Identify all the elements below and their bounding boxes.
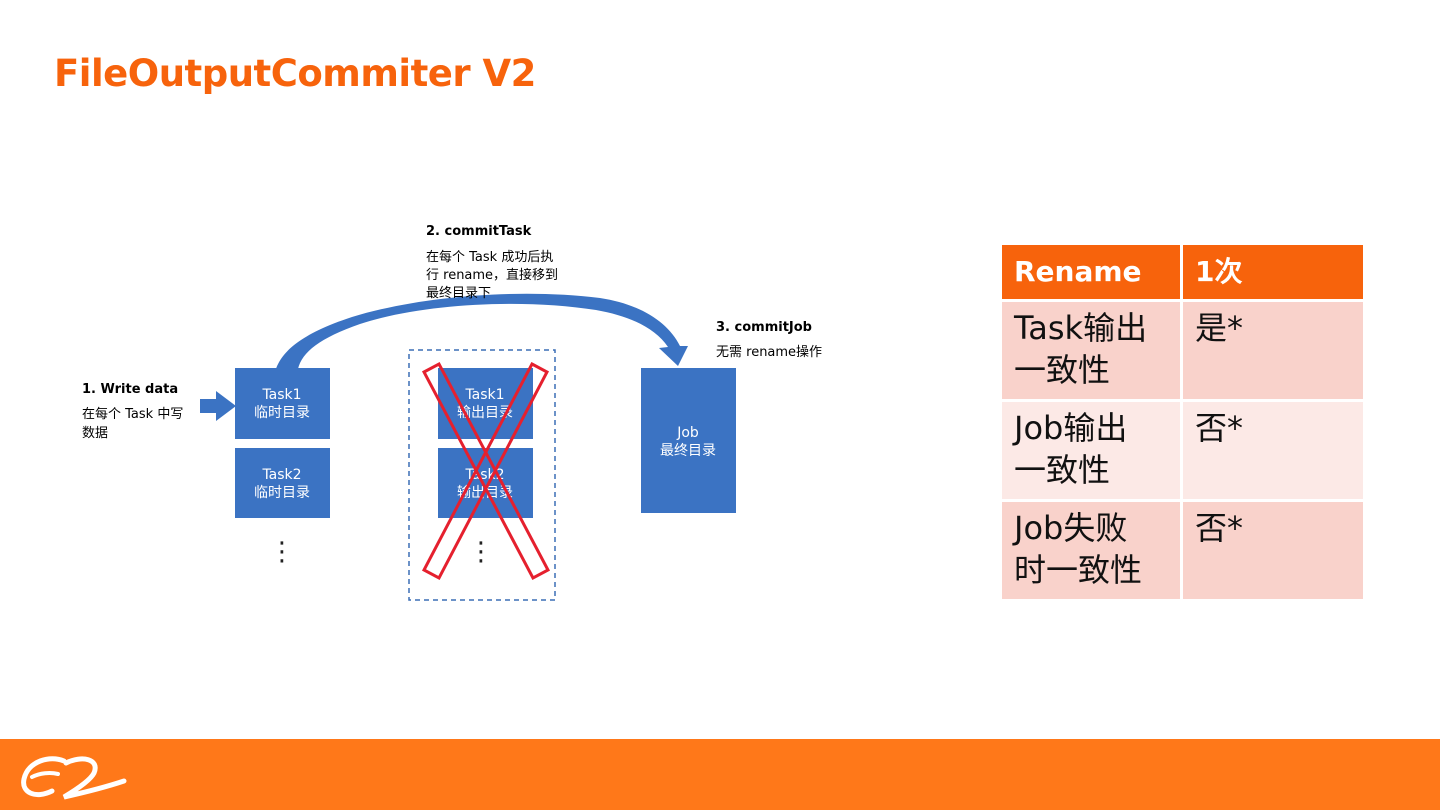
output-ellipsis: ⋮ (468, 537, 494, 567)
task1-output-label-2: 输出目录 (457, 405, 513, 421)
alibaba-logo-icon (21, 756, 127, 800)
task1-output-label-1: Task1 (464, 387, 504, 403)
table-metric-cell: Job失败 时一致性 (1002, 502, 1180, 599)
output-dir-group (408, 349, 556, 601)
table-value-cell: 否* (1183, 402, 1363, 499)
table-row: Job失败 时一致性否* (1002, 502, 1363, 599)
task2-temp-dir-box (235, 448, 330, 518)
header-cell-count: 1次 (1183, 245, 1363, 299)
table-row: Task输出 一致性是* (1002, 302, 1363, 399)
step3-heading: 3. commitJob (716, 320, 812, 335)
task1-temp-label-2: 临时目录 (254, 405, 310, 421)
consistency-table: Rename 1次 Task输出 一致性是*Job输出 一致性否*Job失败 时… (999, 242, 1366, 602)
task2-temp-label-2: 临时目录 (254, 485, 310, 501)
step2-line-1: 在每个 Task 成功后执 (426, 249, 553, 265)
step1-heading: 1. Write data (82, 382, 178, 397)
cross-out-mark (421, 361, 551, 581)
footer-bar (0, 739, 1440, 810)
step2-heading: 2. commitTask (426, 224, 532, 239)
header-cell-rename: Rename (1002, 245, 1180, 299)
commit-task-arrow (276, 293, 688, 369)
temp-ellipsis: ⋮ (269, 537, 295, 567)
job-label-1: Job (676, 425, 699, 441)
table-metric-cell: Job输出 一致性 (1002, 402, 1180, 499)
step2-line-3: 最终目录下 (426, 285, 491, 301)
job-label-2: 最终目录 (660, 443, 716, 459)
task1-temp-dir-box (235, 368, 330, 439)
table-value-cell: 否* (1183, 502, 1363, 599)
table-metric-cell: Task输出 一致性 (1002, 302, 1180, 399)
task2-output-dir-box (438, 448, 533, 518)
slide-title: FileOutputCommiter V2 (54, 52, 536, 95)
job-final-dir-box (641, 368, 736, 513)
step2-line-2: 行 rename，直接移到 (426, 267, 558, 283)
table-value-cell: 是* (1183, 302, 1363, 399)
step3-line-1: 无需 rename操作 (716, 344, 822, 360)
step1-line-1: 在每个 Task 中写 (82, 406, 183, 422)
step1-line-2: 数据 (82, 426, 108, 441)
task1-temp-label-1: Task1 (261, 387, 301, 403)
write-arrow (200, 391, 236, 421)
table-row: Job输出 一致性否* (1002, 402, 1363, 499)
table-header-row: Rename 1次 (1002, 245, 1363, 299)
task2-temp-label-1: Task2 (261, 467, 301, 483)
